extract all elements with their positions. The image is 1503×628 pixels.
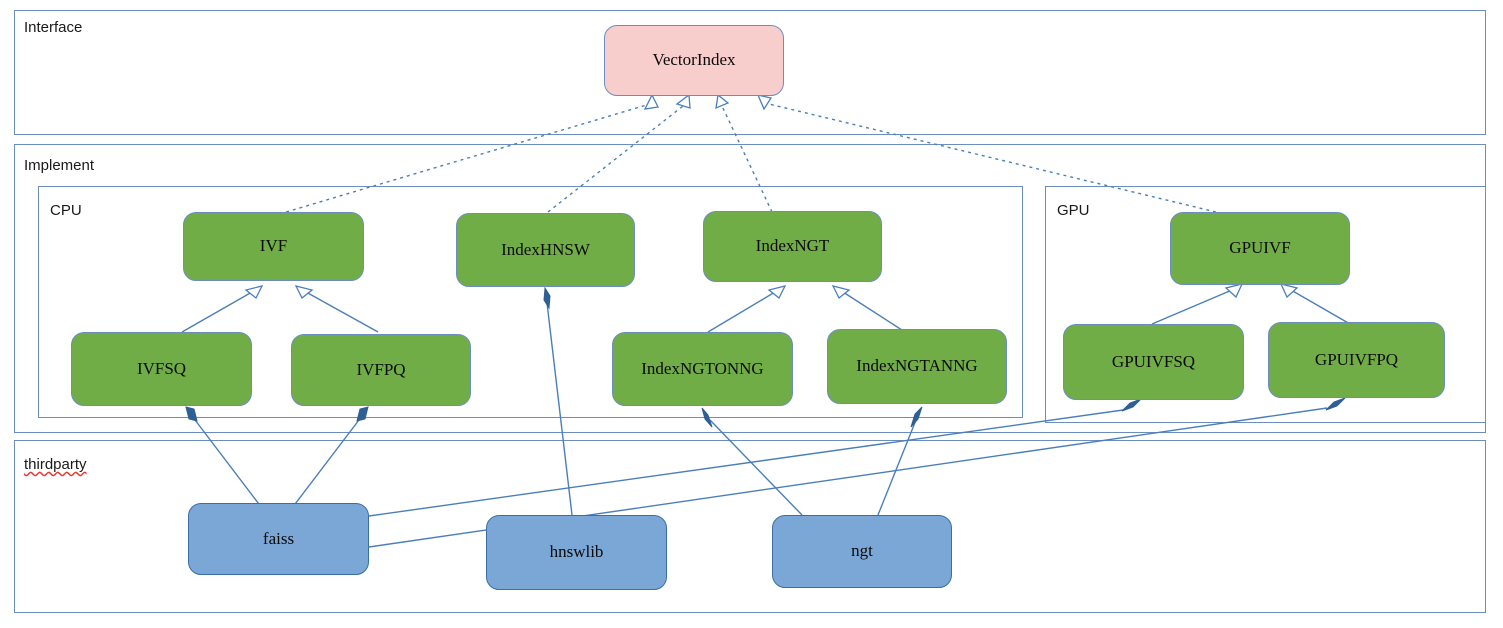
node-indexngt[interactable]: IndexNGT <box>703 211 882 282</box>
node-indexhnsw[interactable]: IndexHNSW <box>456 213 635 287</box>
node-gpuivfpq[interactable]: GPUIVFPQ <box>1268 322 1445 398</box>
node-hnswlib[interactable]: hnswlib <box>486 515 667 590</box>
node-ivf[interactable]: IVF <box>183 212 364 281</box>
node-indexngtanng[interactable]: IndexNGTANNG <box>827 329 1007 404</box>
node-faiss[interactable]: faiss <box>188 503 369 575</box>
node-indexngtonng[interactable]: IndexNGTONNG <box>612 332 793 406</box>
node-gpuivf[interactable]: GPUIVF <box>1170 212 1350 285</box>
package-thirdparty-label: thirdparty <box>24 456 87 473</box>
package-cpu-label: CPU <box>50 202 82 219</box>
node-ivfsq[interactable]: IVFSQ <box>71 332 252 406</box>
package-gpu-label: GPU <box>1057 202 1090 219</box>
node-ngt[interactable]: ngt <box>772 515 952 588</box>
package-interface-label: Interface <box>24 19 83 36</box>
package-implement-label: Implement <box>24 157 95 174</box>
node-gpuivfsq[interactable]: GPUIVFSQ <box>1063 324 1244 400</box>
node-ivfpq[interactable]: IVFPQ <box>291 334 471 406</box>
node-vectorindex[interactable]: VectorIndex <box>604 25 784 96</box>
